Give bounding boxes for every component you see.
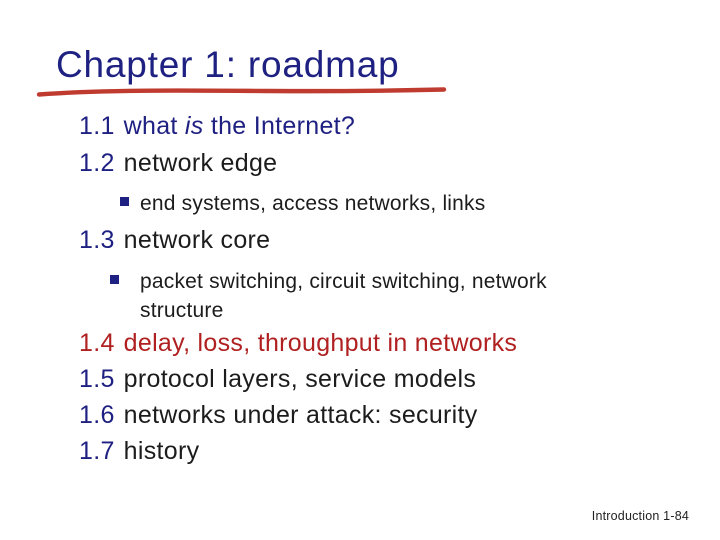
item-number: 1.3: [79, 226, 115, 254]
square-bullet-icon: [110, 275, 119, 284]
list-item-1-3: 1.3 network core: [79, 226, 270, 254]
list-item-1-6: 1.6 networks under attack: security: [79, 401, 478, 429]
sub-item-text: packet switching, circuit switching, net…: [140, 270, 547, 322]
item-text: history: [123, 437, 200, 465]
slide-page-number: Introduction 1-84: [591, 509, 689, 523]
slide-title: Chapter 1: roadmap: [56, 44, 400, 85]
item-text: networks under attack: security: [123, 401, 478, 429]
item-number: 1.2: [79, 149, 115, 177]
item-number: 1.5: [79, 365, 115, 393]
list-item-1-1: 1.1 what is the Internet?: [79, 112, 355, 140]
item-text: protocol layers, service models: [123, 365, 477, 393]
list-item-1-2: 1.2 network edge: [79, 149, 277, 177]
list-item-1-4: 1.4 delay, loss, throughput in networks: [79, 329, 517, 357]
square-bullet-icon: [120, 197, 129, 206]
item-number: 1.6: [79, 401, 115, 429]
list-item-1-7: 1.7 history: [79, 437, 199, 465]
item-text: the Internet?: [203, 112, 356, 140]
item-text: network core: [123, 226, 271, 254]
item-text: what: [123, 112, 185, 140]
item-number: 1.7: [79, 437, 115, 465]
item-text: network edge: [123, 149, 278, 177]
item-text: delay, loss, throughput in networks: [123, 329, 518, 357]
title-underline-stroke: [36, 87, 447, 97]
item-number: 1.1: [79, 112, 115, 140]
list-item-1-5: 1.5 protocol layers, service models: [79, 365, 476, 393]
item-text-italic: is: [184, 112, 204, 140]
item-number: 1.4: [79, 329, 115, 357]
sub-item-text: end systems, access networks, links: [140, 192, 486, 215]
